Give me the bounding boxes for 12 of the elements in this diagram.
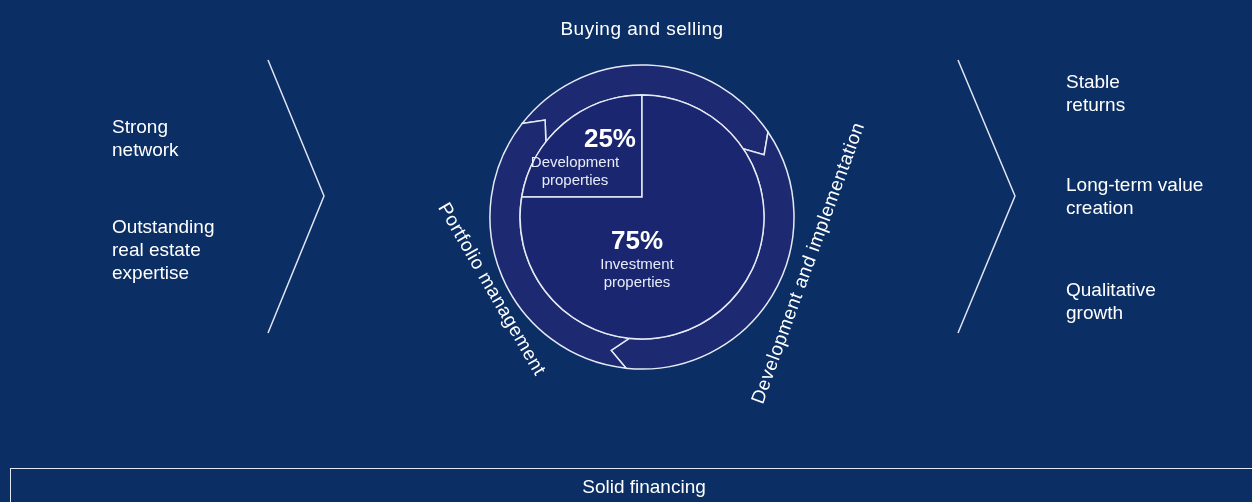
segment-label: Buying and selling: [560, 18, 724, 40]
slice-label: Investment properties: [599, 255, 675, 291]
point-text: Qualitative growth: [1066, 278, 1186, 324]
bar-label: Solid financing: [582, 476, 706, 498]
point-text: Strong network: [112, 115, 222, 161]
financing-bar: [10, 468, 1252, 502]
point-text: Outstanding real estate expertise: [112, 215, 237, 284]
slice-label: Development properties: [529, 153, 621, 189]
point-text: Stable returns: [1066, 70, 1161, 116]
percentage: 25%: [582, 123, 636, 153]
percentage: 75%: [609, 225, 664, 255]
point-text: Long-term value creation: [1066, 173, 1211, 219]
